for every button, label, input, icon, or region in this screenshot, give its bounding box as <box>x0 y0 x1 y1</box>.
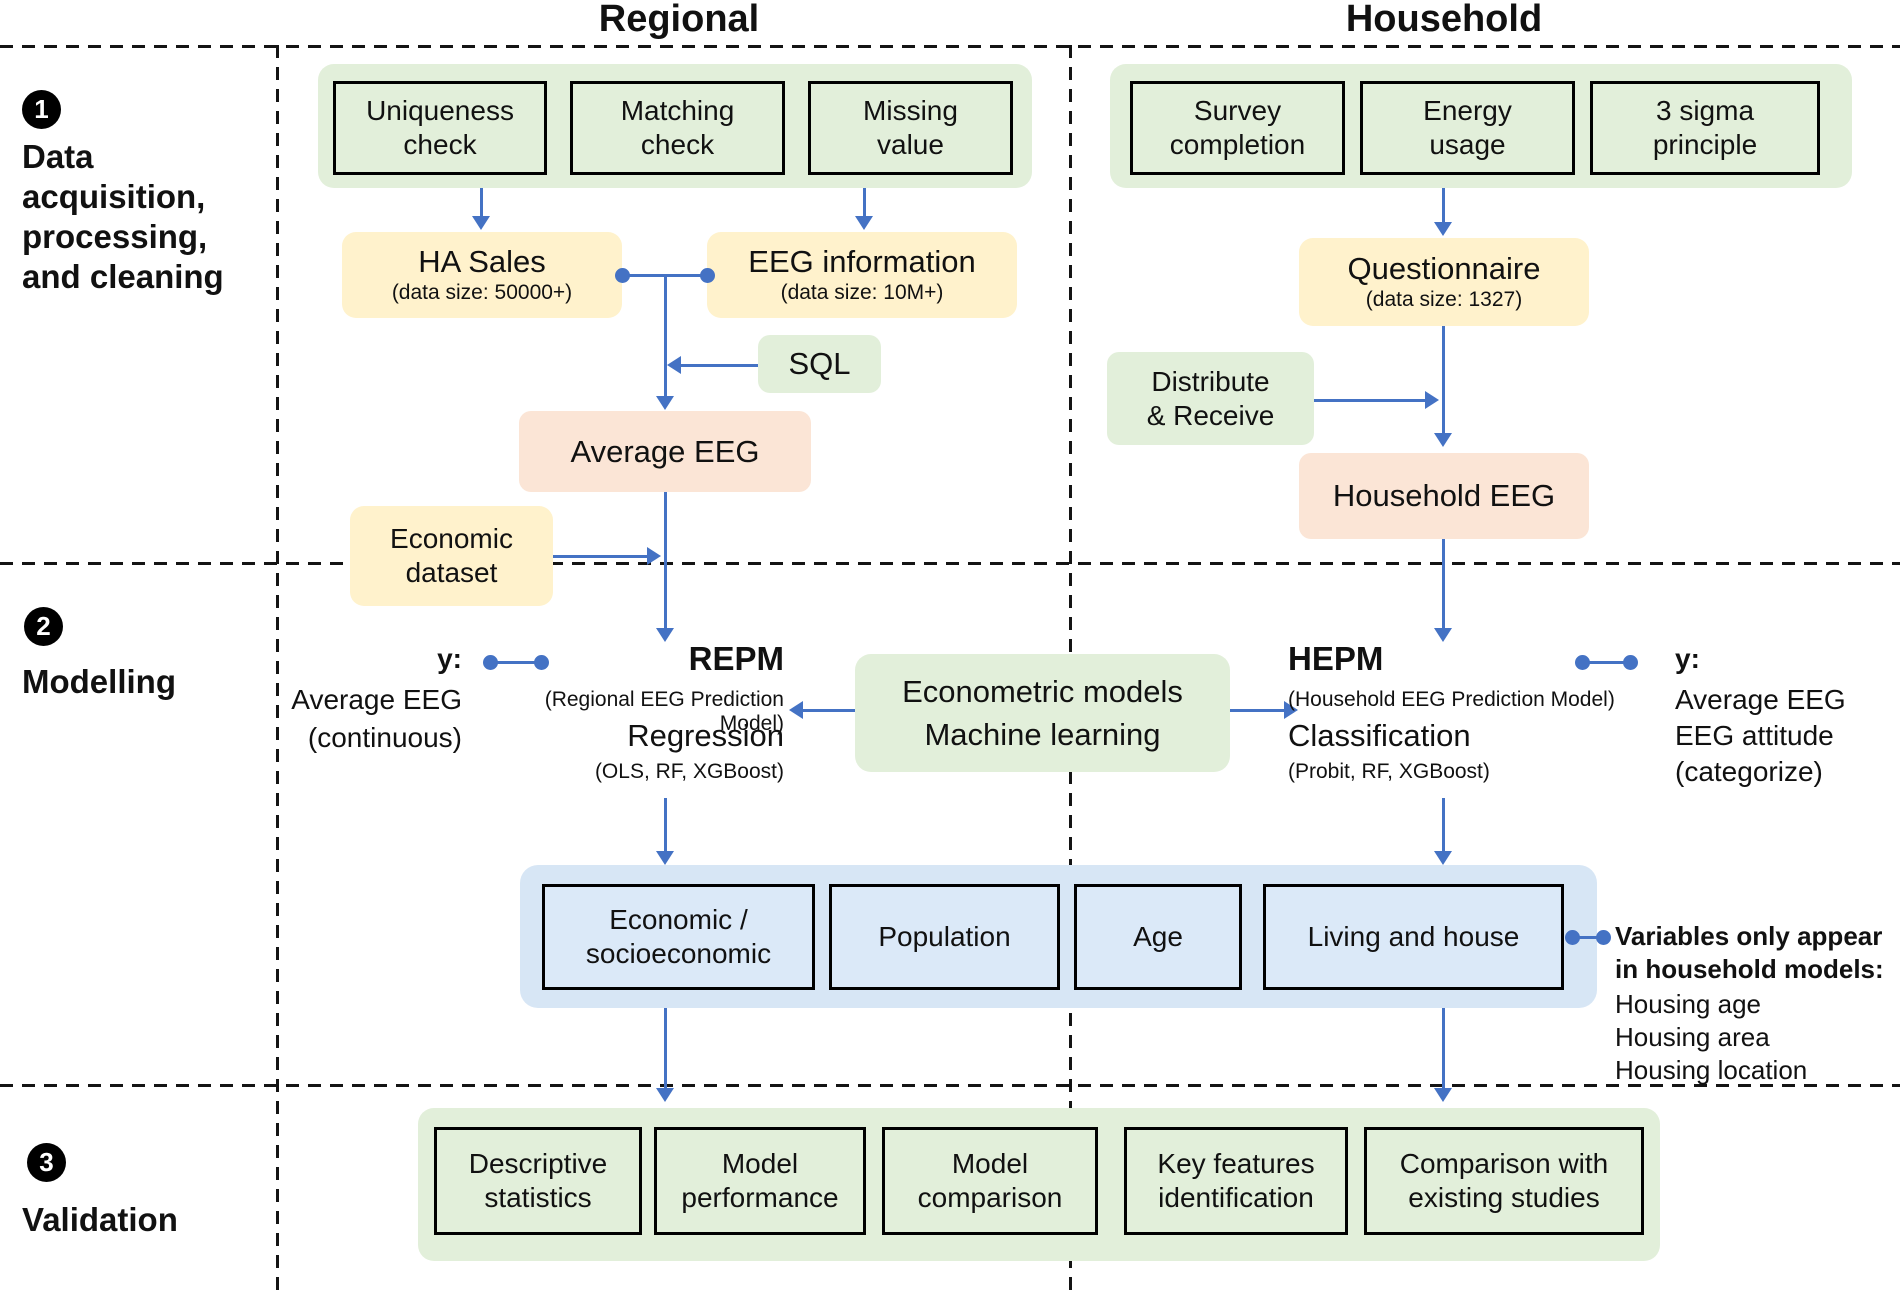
model-performance-box: Model performance <box>654 1127 866 1235</box>
phase-2-badge: 2 <box>24 607 63 646</box>
model-comparison-box: Model comparison <box>882 1127 1098 1235</box>
econometric-models-box: Econometric models Machine learning <box>855 654 1230 772</box>
arrowhead-regional-to-validation <box>656 1088 674 1102</box>
arrowhead-checks-to-hasales <box>472 216 490 230</box>
arrow-line-economic-to-trunk <box>553 554 647 558</box>
regional-y-line2: (continuous) <box>307 722 462 753</box>
household-eeg-box: Household EEG <box>1299 453 1589 539</box>
dashed-column-left <box>276 45 279 1293</box>
ha-sales-subtitle: (data size: 50000+) <box>391 281 573 304</box>
variable-living-house-box: Living and house <box>1263 884 1564 990</box>
variable-population-box: Population <box>829 884 1060 990</box>
arrow-line-econ-to-hepm <box>1230 708 1284 712</box>
connector-dot-eeginfo <box>699 267 715 283</box>
matching-check-box: Matching check <box>570 81 785 175</box>
arrowhead-econ-to-repm <box>789 701 803 719</box>
arrowhead-distribute-to-trunk <box>1425 391 1439 409</box>
arrow-line-repm-to-variables <box>663 798 667 851</box>
repm-algos: (OLS, RF, XGBoost) <box>594 760 784 783</box>
regional-y-line1: Average EEG <box>291 684 462 715</box>
arrowhead-economic-to-trunk <box>647 547 661 565</box>
repm-method: Regression <box>627 718 784 753</box>
arrowhead-hepm-to-variables <box>1434 851 1452 865</box>
arrowhead-to-repm <box>656 628 674 642</box>
arrow-line-checks-to-questionnaire <box>1441 188 1445 222</box>
questionnaire-box: Questionnaire (data size: 1327) <box>1299 238 1589 326</box>
survey-completion-box: Survey completion <box>1130 81 1345 175</box>
phase-1-badge: 1 <box>22 90 61 129</box>
arrow-line-household-to-validation <box>1441 1008 1445 1088</box>
arrow-line-checks-to-hasales <box>479 188 483 216</box>
household-y-line3: (categorize) <box>1675 756 1823 787</box>
repm-full: (Regional EEG Prediction Model) <box>544 688 784 735</box>
hepm-algos: (Probit, RF, XGBoost) <box>1288 760 1490 783</box>
eeg-information-box: EEG information (data size: 10M+) <box>707 232 1017 318</box>
household-trunk-upper <box>1441 326 1445 433</box>
dashed-divider-validation <box>0 1084 1900 1087</box>
phase-3-badge: 3 <box>27 1143 66 1182</box>
variable-age-box: Age <box>1074 884 1242 990</box>
phase-2-label: Modelling <box>22 663 176 700</box>
household-y-line1: Average EEG <box>1675 684 1846 715</box>
missing-value-box: Missing value <box>808 81 1013 175</box>
connector-line-living-note <box>1572 935 1603 939</box>
arrow-line-regional-to-validation <box>663 1008 667 1088</box>
hepm-name: HEPM <box>1288 640 1384 677</box>
household-trunk-lower <box>1441 539 1445 628</box>
arrowhead-econ-to-hepm <box>1284 701 1298 719</box>
questionnaire-title: Questionnaire <box>1347 251 1541 286</box>
connector-dot-note <box>1595 929 1611 945</box>
energy-usage-box: Energy usage <box>1360 81 1575 175</box>
variable-economic-box: Economic / socioeconomic <box>542 884 815 990</box>
regional-trunk-lower <box>663 492 667 628</box>
connector-dot-repm <box>533 654 549 670</box>
arrow-line-checks-to-eeginfo <box>862 188 866 216</box>
arrowhead-household-to-validation <box>1434 1088 1452 1102</box>
dashed-divider-top <box>0 45 1900 48</box>
distribute-receive-box: Distribute & Receive <box>1107 352 1314 445</box>
arrowhead-to-average-eeg <box>656 396 674 410</box>
regional-y-head: y: <box>437 643 462 674</box>
household-y-head: y: <box>1675 643 1700 674</box>
connector-dot-ylabel-right <box>1622 654 1638 670</box>
sql-box: SQL <box>758 335 881 393</box>
average-eeg-box: Average EEG <box>519 411 811 492</box>
connector-line-ylabel-repm <box>490 660 541 664</box>
household-variables-note-title: Variables only appear in household model… <box>1615 921 1884 984</box>
arrow-line-sql-to-trunk <box>681 363 758 367</box>
sigma-principle-box: 3 sigma principle <box>1590 81 1820 175</box>
arrowhead-checks-to-questionnaire <box>1434 222 1452 236</box>
column-title-household: Household <box>1345 0 1543 40</box>
arrowhead-repm-to-variables <box>656 851 674 865</box>
eeg-information-title: EEG information <box>748 244 976 279</box>
eeg-information-subtitle: (data size: 10M+) <box>780 281 944 304</box>
arrow-line-econ-to-repm <box>803 708 855 712</box>
repm-name: REPM <box>688 640 784 677</box>
phase-3-label: Validation <box>22 1201 178 1238</box>
arrowhead-to-household-eeg <box>1434 433 1452 447</box>
column-title-regional: Regional <box>598 0 760 40</box>
arrowhead-checks-to-eeginfo <box>855 216 873 230</box>
phase-1-label: Data acquisition, processing, and cleani… <box>22 138 224 295</box>
ha-sales-title: HA Sales <box>418 244 546 279</box>
uniqueness-check-box: Uniqueness check <box>333 81 547 175</box>
regional-trunk-upper <box>663 275 667 396</box>
questionnaire-subtitle: (data size: 1327) <box>1365 288 1523 311</box>
household-variables-note-items: Housing age Housing area Housing locatio… <box>1615 989 1808 1085</box>
descriptive-statistics-box: Descriptive statistics <box>434 1127 642 1235</box>
economic-dataset-box: Economic dataset <box>350 506 553 606</box>
arrow-line-hepm-to-variables <box>1441 798 1445 851</box>
hepm-full: (Household EEG Prediction Model) <box>1288 688 1615 711</box>
dashed-divider-modelling <box>0 562 1900 565</box>
ha-sales-box: HA Sales (data size: 50000+) <box>342 232 622 318</box>
arrowhead-to-hepm <box>1434 628 1452 642</box>
comparison-studies-box: Comparison with existing studies <box>1364 1127 1644 1235</box>
connector-line-hepm-ylabel <box>1582 660 1630 664</box>
arrow-line-distribute-to-trunk <box>1314 398 1425 402</box>
household-y-line2: EEG attitude <box>1675 720 1834 751</box>
key-features-box: Key features identification <box>1124 1127 1348 1235</box>
arrowhead-sql-to-trunk <box>667 356 681 374</box>
hepm-method: Classification <box>1288 718 1471 753</box>
